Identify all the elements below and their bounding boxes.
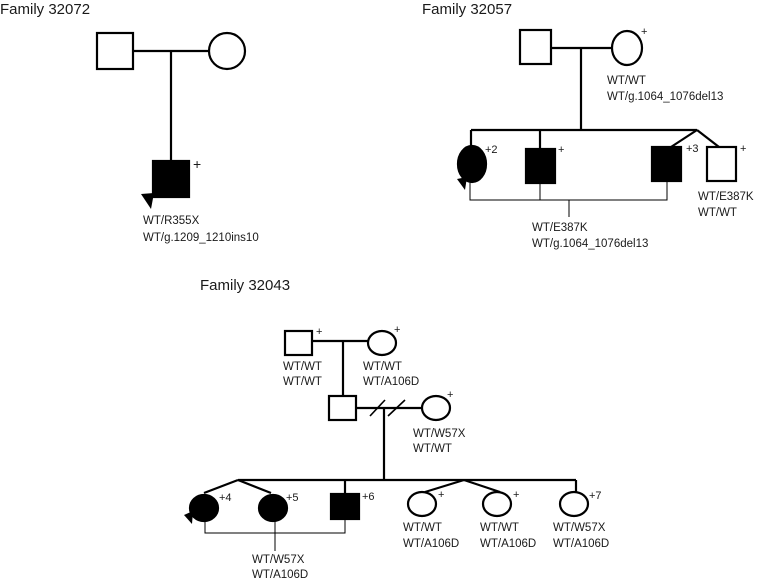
grandmother-symbol xyxy=(366,329,398,357)
mother-genotype-line-2: WT/WT xyxy=(413,443,452,455)
tested-mark: + xyxy=(641,26,647,38)
affected-bracket xyxy=(469,181,668,201)
affected-male-twin-symbol xyxy=(650,145,683,183)
mother-genotype-line-1: WT/W57X xyxy=(413,428,466,440)
family-32072: Family 32072 + WT/R355X WT/g.1209_1210in… xyxy=(0,1,259,244)
tested-mark: + xyxy=(740,143,746,155)
tested-mark: + xyxy=(513,489,519,501)
grandmother-genotype-line-1: WT/WT xyxy=(363,361,402,373)
mother-genotype-line-1: WT/WT xyxy=(607,75,646,87)
affected-female-twin-symbol xyxy=(257,493,289,523)
twin-line xyxy=(237,478,272,495)
proband-genotype-line-2: WT/g.1209_1210ins10 xyxy=(143,232,259,244)
family-title: Family 32057 xyxy=(422,1,512,18)
family-32043: Family 32043 + WT/WT WT/WT + WT/WT WT/A1… xyxy=(184,277,609,581)
grandmother-genotype-line-2: WT/A106D xyxy=(363,376,419,388)
father-symbol xyxy=(518,28,553,66)
tested-mark: +2 xyxy=(485,144,498,156)
tested-mark: +5 xyxy=(286,492,299,504)
father-symbol xyxy=(327,394,358,422)
unaffected-female-twin-symbol xyxy=(406,490,438,518)
twin-line xyxy=(424,478,465,494)
divorce-slash xyxy=(387,399,406,417)
family-32057: Family 32057 + WT/WT WT/g.1064_1076del13… xyxy=(422,1,754,250)
twin-line xyxy=(203,478,239,495)
tested-mark: +3 xyxy=(686,143,699,155)
child-genotype-line-2: WT/A106D xyxy=(480,538,536,550)
tested-mark: + xyxy=(316,326,322,338)
tested-mark: +6 xyxy=(362,491,375,503)
family-title: Family 32043 xyxy=(200,277,290,294)
tested-mark: +7 xyxy=(589,490,602,502)
mother-symbol xyxy=(610,29,644,67)
grandfather-symbol xyxy=(283,329,314,357)
affected-male-symbol xyxy=(524,147,557,185)
family-title: Family 32072 xyxy=(0,1,90,18)
twin-line xyxy=(463,478,501,494)
proband-arrow-icon xyxy=(184,511,193,524)
twin-genotype-line-2: WT/WT xyxy=(698,207,737,219)
divorce-slash xyxy=(369,399,386,417)
mother-symbol xyxy=(207,31,247,71)
tested-mark: + xyxy=(438,489,444,501)
affected-genotype-line-1: WT/W57X xyxy=(252,554,305,566)
child-genotype-line-1: WT/WT xyxy=(480,522,519,534)
tested-mark: + xyxy=(558,144,564,156)
proband-affected-female-symbol xyxy=(188,493,220,523)
father-symbol xyxy=(95,31,135,71)
twin-line xyxy=(696,129,720,148)
twin-line xyxy=(670,129,698,148)
unaffected-female-twin-symbol xyxy=(481,490,513,518)
mother-genotype-line-2: WT/g.1064_1076del13 xyxy=(607,91,723,103)
grandfather-genotype-line-2: WT/WT xyxy=(283,376,322,388)
proband-affected-male-symbol xyxy=(151,159,191,199)
child-genotype-line-1: WT/W57X xyxy=(553,522,606,534)
child-genotype-line-2: WT/A106D xyxy=(553,538,609,550)
child-genotype-line-2: WT/A106D xyxy=(403,538,459,550)
mother-symbol xyxy=(420,394,452,422)
affected-genotype-line-2: WT/g.1064_1076del13 xyxy=(532,238,648,250)
unaffected-male-twin-symbol xyxy=(705,145,738,183)
proband-genotype-line-1: WT/R355X xyxy=(143,215,200,227)
tested-mark: + xyxy=(447,389,453,401)
tested-mark: +4 xyxy=(219,492,232,504)
unaffected-female-symbol xyxy=(558,490,590,518)
affected-genotype-line-1: WT/E387K xyxy=(532,222,588,234)
tested-mark: + xyxy=(394,324,400,336)
affected-genotype-line-2: WT/A106D xyxy=(252,569,308,581)
tested-mark: + xyxy=(193,156,201,172)
grandfather-genotype-line-1: WT/WT xyxy=(283,361,322,373)
proband-arrow-icon xyxy=(141,193,154,209)
twin-genotype-line-1: WT/E387K xyxy=(698,191,754,203)
proband-affected-female-symbol xyxy=(456,144,488,184)
proband-arrow-icon xyxy=(457,177,467,190)
child-genotype-line-1: WT/WT xyxy=(403,522,442,534)
affected-male-symbol xyxy=(329,492,361,521)
